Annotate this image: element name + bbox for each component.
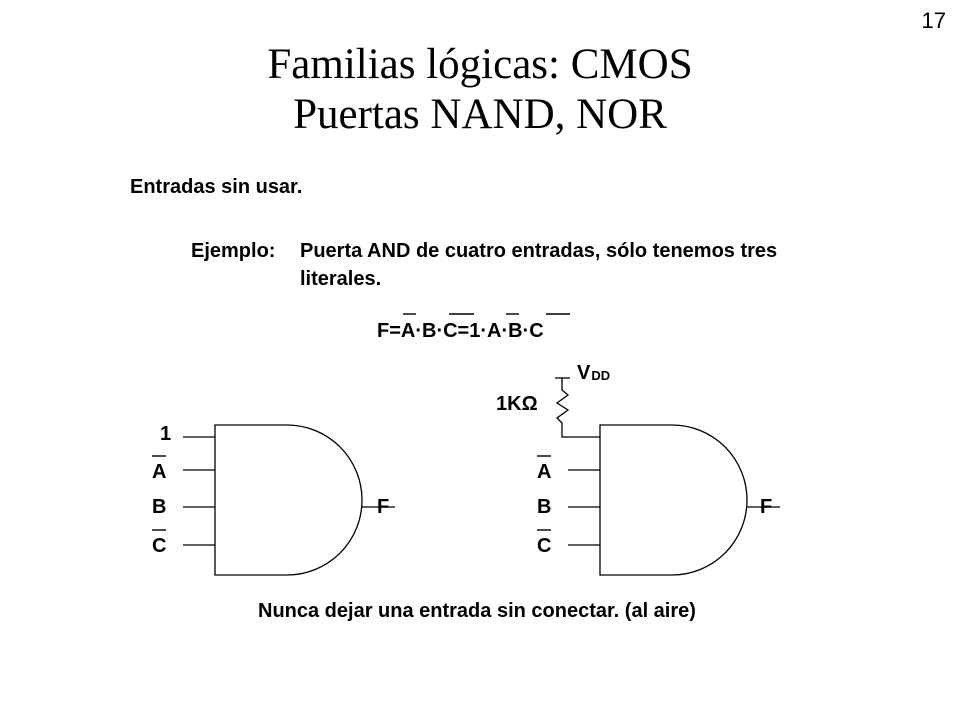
output-label: F (377, 496, 389, 518)
right-and-gate: VDD 1KΩ A B C F (496, 362, 780, 576)
and-gate-body (214, 424, 363, 576)
output-label: F (760, 496, 772, 518)
page-number: 17 (921, 8, 946, 33)
input-label-a: A (537, 461, 551, 483)
and-gate-body (599, 424, 748, 576)
input-label-b: B (152, 496, 166, 518)
resistor (555, 378, 600, 438)
input-label-c: C (537, 535, 551, 557)
input-label-c: C (152, 535, 166, 557)
page-title: Familias lógicas: CMOS Puertas NAND, NOR (0, 40, 960, 140)
left-and-gate: 1 A B C F (152, 423, 395, 576)
vdd-label: VDD (577, 362, 610, 384)
input-label-1: 1 (160, 423, 171, 445)
example-label: Ejemplo: (191, 240, 276, 262)
footer-note: Nunca dejar una entrada sin conectar. (a… (258, 600, 696, 622)
input-label-b: B (537, 496, 551, 518)
formula: F=A·B·C=1·A·B·C (377, 320, 544, 342)
title-line-2: Puertas NAND, NOR (293, 91, 667, 138)
section-heading: Entradas sin usar. (130, 176, 303, 198)
resistor-label: 1KΩ (496, 393, 538, 415)
example-line-2: literales. (300, 268, 382, 290)
title-line-1: Familias lógicas: CMOS (267, 41, 693, 88)
example-line-1: Puerta AND de cuatro entradas, sólo tene… (300, 240, 778, 262)
input-label-a: A (152, 461, 166, 483)
